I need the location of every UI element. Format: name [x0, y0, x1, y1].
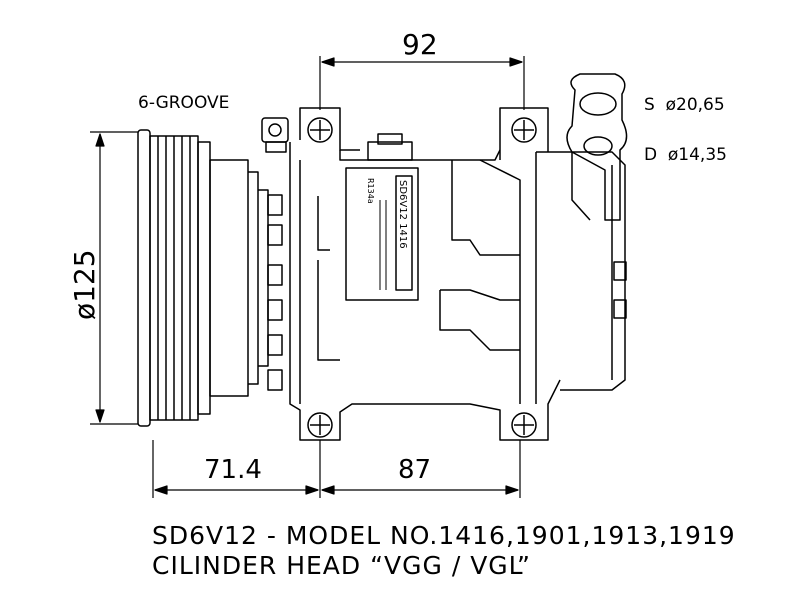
- front-fitting: [261, 117, 289, 153]
- dim-top-label: 92: [402, 28, 438, 61]
- caption: SD6V12 - MODEL NO.1416,1901,1913,1919 CI…: [152, 521, 736, 580]
- mounting-holes: [307, 117, 537, 438]
- suction-port-label: S ø20,65: [644, 95, 725, 115]
- nameplate: SD6V12 1416 R134a: [345, 167, 419, 301]
- dim-left-label: 71.4: [204, 455, 262, 485]
- plate-model-text: SD6V12 1416: [397, 180, 408, 249]
- groove-label: 6-GROOVE: [138, 93, 229, 113]
- compressor-body: [289, 107, 627, 441]
- dimension-labels: 6-GROOVE 92 ø125 71.4 87 S ø20,65 D ø14,…: [68, 28, 727, 485]
- suction-port: [579, 92, 617, 116]
- caption-line-1: SD6V12 - MODEL NO.1416,1901,1913,1919: [152, 521, 736, 550]
- discharge-port-label: D ø14,35: [644, 145, 727, 165]
- discharge-port: [583, 136, 613, 156]
- plate-refrigerant-text: R134a: [366, 178, 375, 204]
- dim-diameter-label: ø125: [68, 249, 101, 320]
- hose-port-block: [566, 73, 628, 221]
- pulley: [137, 129, 269, 427]
- caption-line-2: CILINDER HEAD “VGG / VGL”: [152, 551, 531, 580]
- dimension-lines: [90, 56, 525, 498]
- dim-right-label: 87: [398, 455, 431, 485]
- clutch-bolts: [267, 194, 283, 391]
